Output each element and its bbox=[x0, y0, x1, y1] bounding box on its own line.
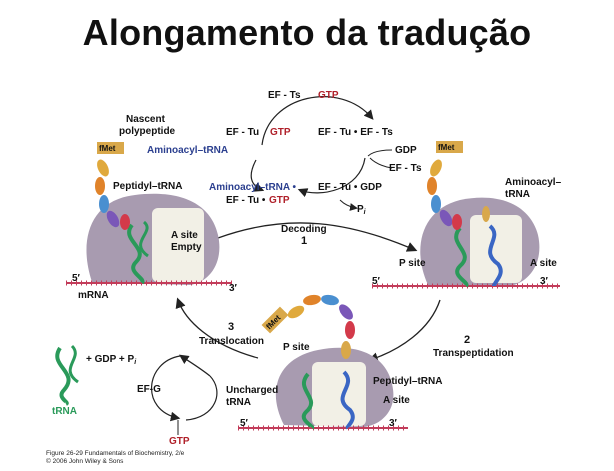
right-3prime: 3′ bbox=[540, 276, 549, 287]
aminoacyl-label-2: tRNA bbox=[505, 189, 530, 200]
gdp-label: GDP bbox=[395, 145, 417, 156]
translocation-label: Translocation bbox=[199, 336, 264, 347]
page-title: Alongamento da tradução bbox=[82, 12, 532, 53]
aminoacyl-complex-label: Aminoacyl–tRNA • bbox=[209, 182, 297, 193]
left-3prime: 3′ bbox=[229, 283, 238, 294]
bottom-gtp-label: GTP bbox=[169, 436, 190, 447]
right-5prime: 5′ bbox=[372, 276, 381, 287]
left-a-site-label: A site bbox=[171, 230, 198, 241]
left-empty-label: Empty bbox=[171, 242, 202, 253]
right-fmet-label: fMet bbox=[438, 143, 455, 152]
right-a-site-label: A site bbox=[530, 258, 557, 269]
ef-tu-gtp-label: EF - Tu • bbox=[226, 195, 266, 206]
gtp-label-top: GTP bbox=[318, 90, 339, 101]
transpeptidation-label: Transpeptidation bbox=[433, 348, 514, 359]
bottom-fmet-box bbox=[261, 306, 289, 334]
left-a-site-box bbox=[152, 208, 204, 282]
ef-ts-label: EF - Ts bbox=[268, 90, 301, 101]
step-arrows: Decoding 1 2 Transpeptidation 3 Transloc… bbox=[175, 222, 514, 363]
bottom-peptidyl-trna bbox=[340, 370, 355, 430]
figure-credit-line1: Figure 26-29 Fundamentals of Biochemistr… bbox=[46, 450, 185, 457]
bottom-ribosome-group: fMet P site Peptidyl–tRNA Uncharged tRNA… bbox=[226, 294, 442, 431]
right-fmet-box bbox=[436, 141, 463, 153]
left-5prime: 5′ bbox=[72, 273, 81, 284]
bottom-p-site-label: P site bbox=[283, 342, 310, 353]
bottom-5prime: 5′ bbox=[240, 418, 249, 429]
left-ribosome-group: fMet Nascent polypeptide Peptidyl–tRNA A… bbox=[66, 114, 238, 301]
right-peptidyl-trna bbox=[454, 226, 469, 288]
right-p-site-label: P site bbox=[399, 258, 426, 269]
ef-g-label: EF-G bbox=[137, 384, 161, 395]
ef-tu-cycle: EF - Ts GTP EF - Tu GTP EF - Tu • EF - T… bbox=[147, 90, 422, 216]
right-a-site-box bbox=[470, 215, 522, 283]
left-fmet-box bbox=[97, 142, 124, 154]
aminoacyl-trna-blue-label: Aminoacyl–tRNA bbox=[147, 145, 228, 156]
decoding-number: 1 bbox=[301, 235, 307, 247]
nascent-label: Nascent bbox=[126, 114, 166, 125]
decoding-label: Decoding bbox=[281, 224, 327, 235]
left-fmet-label: fMet bbox=[99, 144, 116, 153]
free-trna-label: tRNA bbox=[52, 406, 77, 417]
right-ribosome-group: fMet Aminoacyl– tRNA P site A site 5′ 3′ bbox=[372, 141, 562, 289]
transpeptidation-number: 2 bbox=[464, 334, 470, 346]
uncharged-label-2: tRNA bbox=[226, 397, 251, 408]
bottom-a-site-label: A site bbox=[383, 395, 410, 406]
bottom-uncharged-trna bbox=[301, 372, 315, 430]
bottom-peptidyl-trna-label: Peptidyl–tRNA bbox=[373, 376, 442, 387]
left-peptidyl-trna bbox=[127, 223, 145, 285]
right-polypeptide-chain bbox=[427, 159, 490, 230]
free-trna-icon bbox=[55, 346, 71, 406]
mrna-label: mRNA bbox=[78, 290, 109, 301]
gtp-label-left: GTP bbox=[270, 127, 291, 138]
ef-tu-ef-ts-label: EF - Tu • EF - Ts bbox=[318, 127, 393, 138]
bottom-center-box bbox=[312, 362, 366, 426]
bottom-polypeptide-chain bbox=[287, 294, 355, 359]
left-polypeptide-chain bbox=[95, 159, 130, 230]
right-aminoacyl-trna bbox=[488, 224, 503, 287]
ef-tu-label: EF - Tu bbox=[226, 127, 259, 138]
uncharged-label-1: Uncharged bbox=[226, 385, 278, 396]
ef-ts-right-label: EF - Ts bbox=[389, 163, 422, 174]
ef-g-cycle: + GDP + Pi EF-G tRNA GTP bbox=[52, 344, 218, 447]
aminoacyl-label-1: Aminoacyl– bbox=[505, 177, 562, 188]
bottom-3prime: 3′ bbox=[389, 418, 398, 429]
ef-tu-gdp-label: EF - Tu • GDP bbox=[318, 182, 382, 193]
pi-label: Pi bbox=[357, 204, 367, 216]
left-peptidyl-trna-label: Peptidyl–tRNA bbox=[113, 181, 182, 192]
gdp-pi-label: + GDP + Pi bbox=[86, 354, 137, 366]
polypeptide-label: polypeptide bbox=[119, 126, 176, 137]
gtp-complex-label: GTP bbox=[269, 195, 290, 206]
figure-credit-line2: © 2006 John Wiley & Sons bbox=[46, 457, 124, 465]
translocation-number: 3 bbox=[228, 321, 234, 333]
